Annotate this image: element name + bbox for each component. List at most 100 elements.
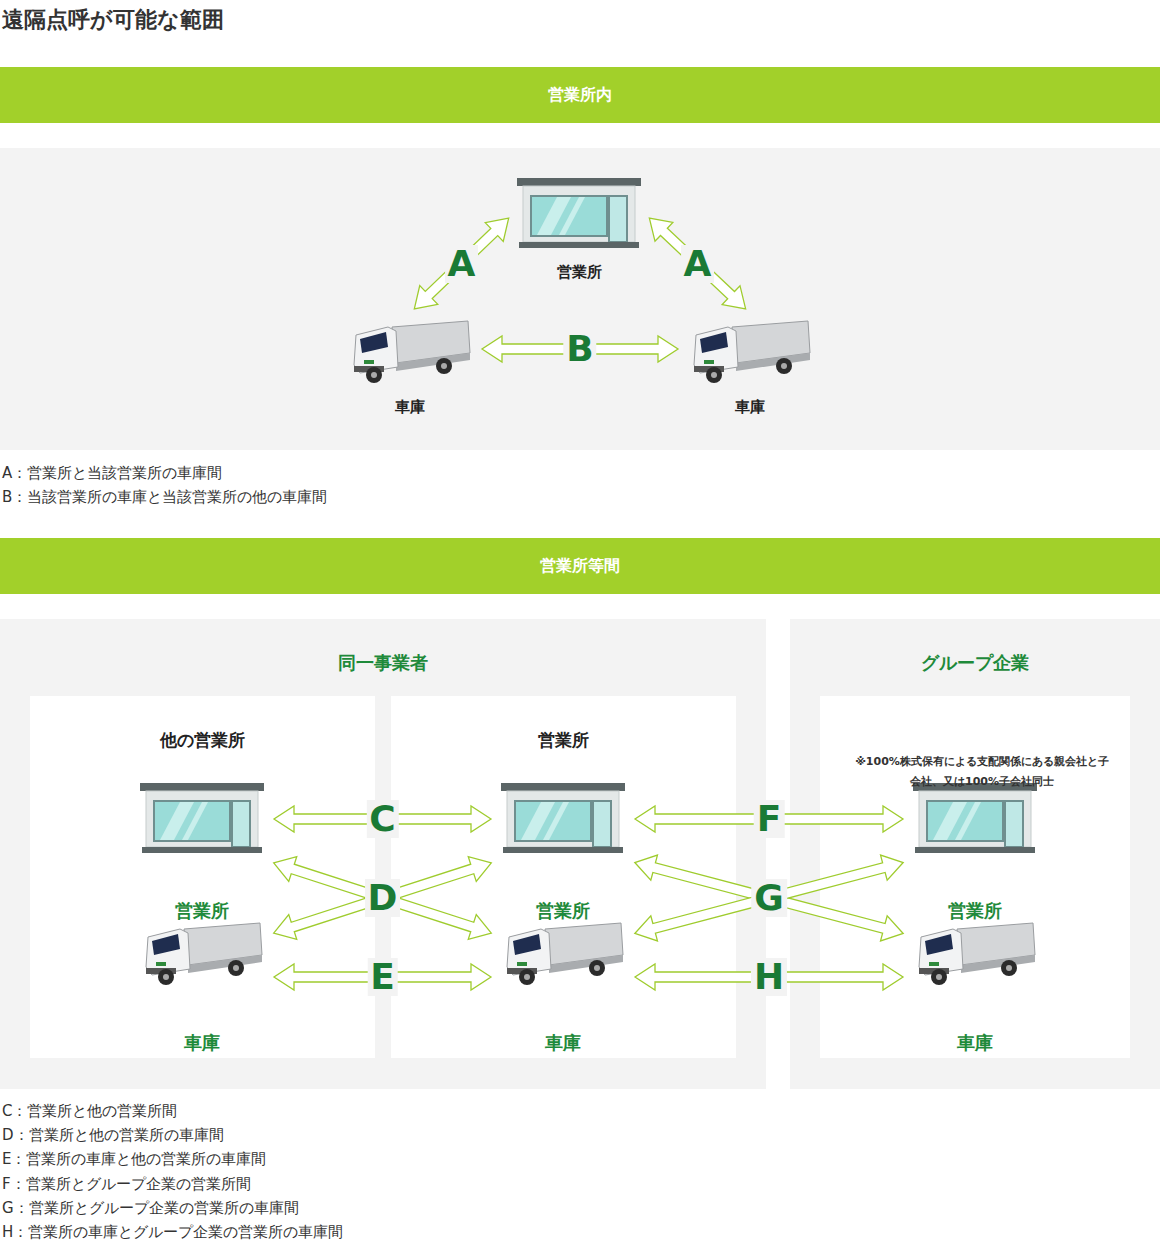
window-shine [543, 802, 569, 840]
heading: 営業所 [391, 696, 736, 752]
section-band: 営業所等間 [0, 538, 1160, 594]
office-icon [517, 178, 641, 250]
windshield [925, 934, 953, 955]
roof [913, 783, 1037, 791]
key-list: C：営業所と他の営業所間D：営業所と他の営業所の車庫間E：営業所の車庫と他の営業… [2, 1099, 343, 1243]
truck-bed-side [961, 955, 1035, 973]
node-label: 車庫 [909, 999, 1041, 1055]
garage-node: 車庫 [684, 313, 816, 417]
wall [507, 791, 619, 847]
office-node: 営業所 [909, 783, 1041, 923]
garage-node: 車庫 [344, 313, 476, 417]
windshield [360, 332, 388, 353]
door [232, 801, 250, 847]
heading: 営業所等間 [540, 556, 620, 577]
double-arrow [649, 218, 745, 309]
window [515, 801, 591, 841]
office-node: 営業所 [136, 783, 268, 923]
key-line: G：営業所とグループ企業の営業所の車庫間 [2, 1196, 343, 1220]
node-label: 営業所 [497, 867, 629, 923]
key-line: D：営業所と他の営業所の車庫間 [2, 1123, 343, 1147]
office-node: 営業所 [497, 783, 629, 923]
window [531, 196, 607, 236]
wheel [158, 969, 174, 985]
truck-icon [913, 915, 1037, 987]
node-label: 営業所 [136, 867, 268, 923]
heading: 他の営業所 [30, 696, 375, 752]
hub [711, 372, 717, 378]
truck-bed-side [549, 955, 623, 973]
hub [781, 363, 787, 369]
edge-letter: C [366, 800, 398, 838]
office-icon [140, 783, 264, 855]
plate [156, 962, 166, 966]
key-line: C：営業所と他の営業所間 [2, 1099, 343, 1123]
door [593, 801, 611, 847]
edge-letter: H [751, 958, 787, 996]
windshield [700, 332, 728, 353]
wheel [931, 969, 947, 985]
hub [936, 974, 942, 980]
office-icon [913, 783, 1037, 855]
double-arrow [274, 857, 492, 940]
office-icon [501, 783, 625, 855]
truck-cab [694, 327, 738, 373]
wheel [228, 960, 244, 976]
roof [140, 783, 264, 791]
key-line: B：当該営業所の車庫と当該営業所の他の車庫間 [2, 485, 327, 509]
truck-bed-side [396, 353, 470, 371]
wheel [366, 367, 382, 383]
window [927, 801, 1003, 841]
key-list: A：営業所と当該営業所の車庫間B：当該営業所の車庫と当該営業所の他の車庫間 [2, 461, 327, 509]
edge-letter: D [365, 879, 401, 917]
node-label: 車庫 [344, 397, 476, 417]
edge-letter: G [751, 879, 787, 917]
hub [233, 965, 239, 971]
hub [1006, 965, 1012, 971]
window [154, 801, 230, 841]
window-shine [559, 197, 585, 235]
truck-icon [688, 313, 812, 385]
key-line: F：営業所とグループ企業の営業所間 [2, 1172, 343, 1196]
truck-icon [140, 915, 264, 987]
group-panel: 同一事業者他の営業所営業所車庫営業所営業所車庫 [0, 619, 766, 1089]
wheel [436, 358, 452, 374]
wall [523, 186, 635, 242]
roof [517, 178, 641, 186]
door [609, 196, 627, 242]
wheel [776, 358, 792, 374]
plate [704, 360, 714, 364]
wall [919, 791, 1031, 847]
heading: グループ企業 [790, 619, 1160, 675]
garage-node: 車庫 [136, 915, 268, 1055]
node-label: 営業所 [513, 262, 645, 282]
edge-letter: F [754, 800, 785, 838]
base [503, 847, 623, 853]
page-title: 遠隔点呼が可能な範囲 [2, 5, 224, 35]
edge-letter: B [563, 330, 596, 368]
wheel [589, 960, 605, 976]
hub [371, 372, 377, 378]
node-label: 営業所 [909, 867, 1041, 923]
truck-cab [507, 929, 551, 975]
group-panel: グループ企業 ※100%株式保有による支配関係にある親会社と子会社、又は100%子… [790, 619, 1160, 1089]
key-line: H：営業所の車庫とグループ企業の営業所の車庫間 [2, 1220, 343, 1243]
node-label: 車庫 [136, 999, 268, 1055]
note-text: ※100%株式保有による支配関係にある親会社と子会社、又は100%子会社同士 [851, 720, 1113, 792]
node-label: 車庫 [497, 999, 629, 1055]
base [519, 242, 639, 248]
wheel [1001, 960, 1017, 976]
base [915, 847, 1035, 853]
heading: 同一事業者 [0, 619, 766, 675]
truck-cab [146, 929, 190, 975]
hub [163, 974, 169, 980]
heading: 営業所内 [548, 85, 612, 106]
wheel [706, 367, 722, 383]
roof [501, 783, 625, 791]
double-arrow [414, 218, 508, 309]
truck-cab [919, 929, 963, 975]
wheel [519, 969, 535, 985]
office-node: 営業所 [513, 178, 645, 282]
hub [524, 974, 530, 980]
